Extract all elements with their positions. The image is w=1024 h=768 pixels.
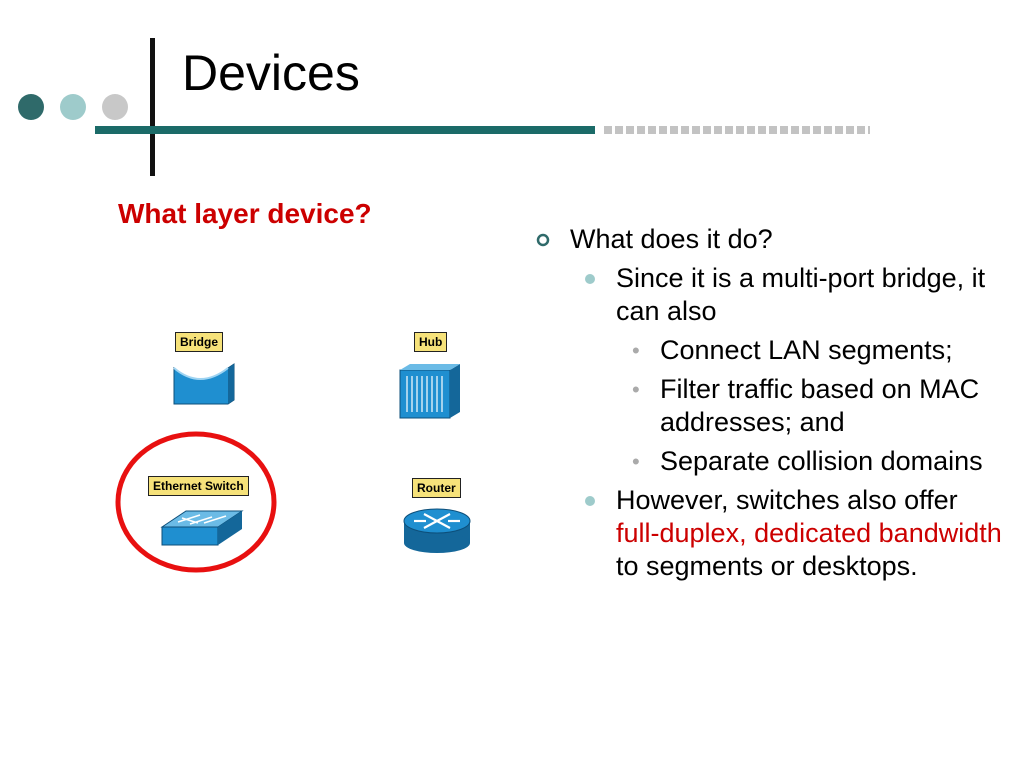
title-dotted-rule [604, 126, 870, 134]
bullet-separate-collision: Separate collision domains [660, 446, 983, 476]
dot-bullet-icon [585, 274, 595, 284]
bullet-connect-lan: Connect LAN segments; [660, 335, 953, 365]
bullet-however-text-a: However, switches also offer [616, 485, 958, 515]
title-underline [95, 126, 595, 134]
dot-bullet-icon [585, 496, 595, 506]
deco-dot-dark [18, 94, 44, 120]
bullet-multiport-bridge: Since it is a multi-port bridge, it can … [616, 263, 986, 326]
bullet-what-does-it-do: What does it do? [570, 224, 773, 254]
bullet-level3: • Separate collision domains [536, 445, 1006, 478]
hub-icon [399, 364, 460, 419]
slide-title: Devices [182, 45, 360, 101]
deco-dot-grey [102, 94, 128, 120]
switch-label: Ethernet Switch [148, 476, 249, 496]
bullet-level2: Since it is a multi-port bridge, it can … [536, 262, 1006, 328]
switch-icon [160, 510, 244, 546]
bullet-however-highlight: full-duplex, dedicated bandwidth [616, 518, 1002, 548]
title-vertical-rule [150, 38, 155, 176]
router-label: Router [412, 478, 461, 498]
bullet-level2: However, switches also offer full-duplex… [536, 484, 1006, 583]
router-icon [403, 508, 471, 553]
bullet-level1: What does it do? [536, 222, 1006, 256]
ring-bullet-icon [536, 233, 550, 247]
small-dot-bullet-icon: • [632, 338, 640, 363]
bullet-filter-traffic: Filter traffic based on MAC addresses; a… [660, 374, 980, 437]
small-dot-bullet-icon: • [632, 377, 640, 402]
bridge-label: Bridge [175, 332, 224, 352]
layer-question: What layer device? [118, 198, 372, 229]
bridge-icon [173, 363, 235, 405]
highlight-circle [115, 431, 277, 573]
small-dot-bullet-icon: • [632, 449, 640, 474]
bullet-list: What does it do? Since it is a multi-por… [536, 222, 1006, 583]
deco-dot-light [60, 94, 86, 120]
hub-label: Hub [414, 332, 448, 352]
bullet-level3: • Connect LAN segments; [536, 334, 1006, 367]
bullet-however-text-b: to segments or desktops. [616, 551, 918, 581]
bullet-level3: • Filter traffic based on MAC addresses;… [536, 373, 1006, 439]
